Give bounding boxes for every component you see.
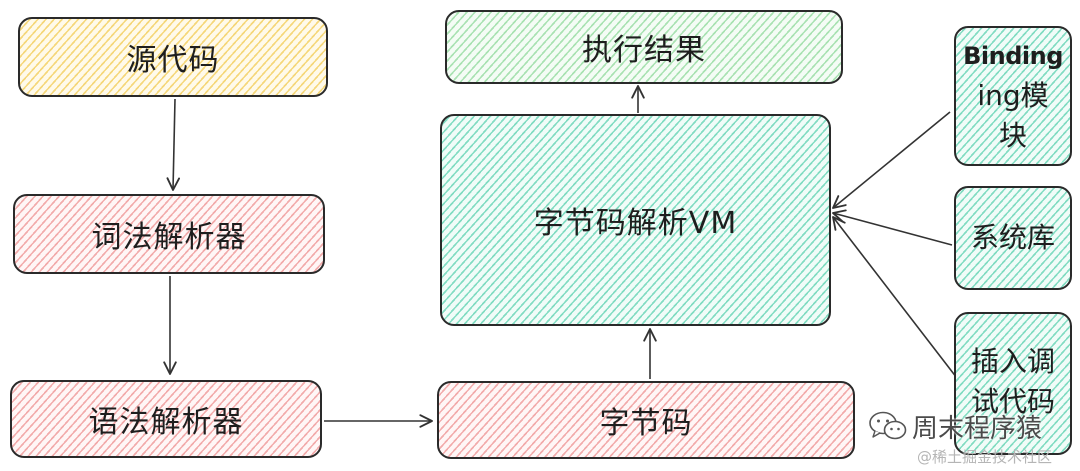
node-vm: 字节码解析VM [440,114,831,326]
arrow-source-to-lexer [166,98,181,191]
node-binding-line-3: 块 [998,119,1027,152]
arrow-syslib-to-vm [832,209,953,246]
node-lexer-label: 词法解析器 [91,220,247,255]
node-binding: Binding ing模 块 [954,26,1072,166]
arrow-binding-to-vm [832,111,951,209]
node-debug: 插入调 试代码 [954,312,1072,455]
node-parser-label: 语法解析器 [88,405,244,440]
watermark-site: @稀土掘金技术社区 [917,448,1053,466]
node-source-code: 源代码 [18,17,328,97]
node-bytecode-label: 字节码 [599,406,693,441]
node-result-label: 执行结果 [582,33,706,68]
node-binding-line-2: ing模 [977,79,1049,112]
node-binding-line-1: Binding [963,42,1063,70]
node-syslib: 系统库 [954,186,1072,290]
node-parser: 语法解析器 [10,380,322,458]
node-debug-line-1: 插入调 [970,345,1055,378]
node-debug-line-2: 试代码 [970,385,1055,418]
watermark-account: 周末程序猿 [912,414,1043,444]
node-result: 执行结果 [445,10,843,84]
node-syslib-label: 系统库 [970,221,1055,254]
arrow-debug-to-vm [832,216,961,383]
node-vm-label: 字节码解析VM [533,206,738,241]
node-bytecode: 字节码 [437,381,855,459]
node-lexer: 词法解析器 [13,194,325,274]
node-source-code-label: 源代码 [126,43,220,78]
wechat-icon [869,411,907,440]
